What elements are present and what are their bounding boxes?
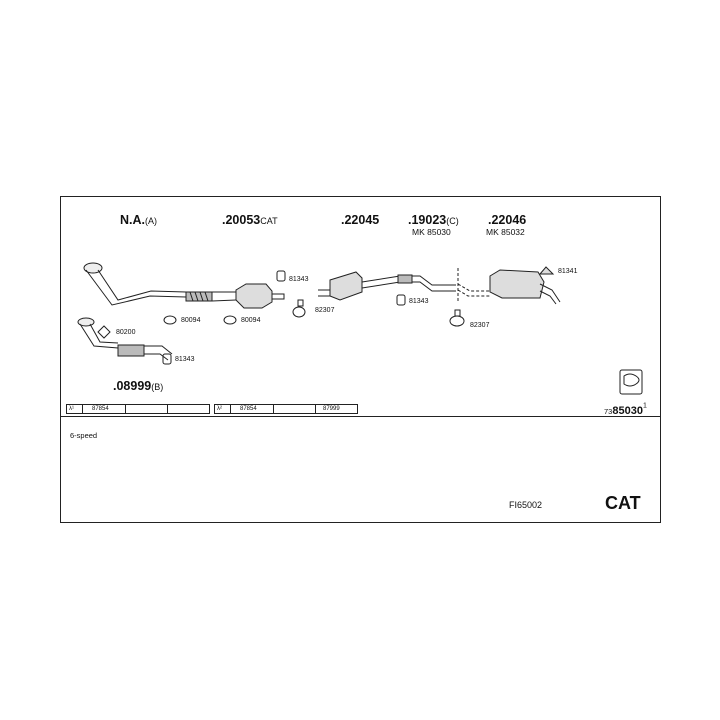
front-pipe-drawing: [83, 262, 237, 306]
footer-cat-label: CAT: [605, 493, 641, 513]
diagram-frame: [60, 196, 661, 523]
part-22046-label: .22046: [488, 213, 527, 227]
ref-82307-a: 82307: [315, 307, 335, 314]
part-22046-mk: MK 85032: [486, 227, 525, 237]
catalytic-converter-drawing: [235, 283, 285, 309]
ref-82307-b: 82307: [470, 322, 490, 329]
lambda-2-label: λ²: [217, 406, 222, 412]
part-20053-label: .20053CAT: [222, 213, 278, 227]
lambda-2-value1: 87854: [240, 406, 257, 412]
speed-note: 6-speed: [70, 431, 98, 440]
lambda-strip-right: λ² 87854 87999: [214, 404, 358, 414]
hardware-icons: [97, 266, 555, 365]
part-19023-mk: MK 85030: [412, 227, 451, 237]
catalog-icon-drawing: [619, 369, 643, 395]
part-na-label: N.A.(A): [120, 213, 157, 227]
lambda-strip-left: λ¹ 87854: [66, 404, 210, 414]
part-22045-label: .22045: [341, 213, 380, 227]
ref-80200: 80200: [116, 329, 136, 336]
part-08999-label: .08999(B): [113, 379, 164, 393]
lambda-2-value2: 87999: [323, 406, 340, 412]
center-silencer-drawing: [318, 271, 456, 301]
catalog-reference: 73850301: [604, 402, 647, 417]
ref-80094-a: 80094: [181, 317, 201, 324]
lambda-1-value: 87854: [92, 406, 109, 412]
section-divider: [60, 416, 661, 417]
ref-81343-c: 81343: [175, 356, 195, 363]
lower-pipe-drawing: [77, 317, 173, 361]
footer-code: FI65002: [509, 500, 543, 510]
ref-81343-a: 81343: [289, 276, 309, 283]
part-19023-label: .19023(C): [408, 213, 459, 227]
lambda-1-label: λ¹: [69, 406, 74, 412]
ref-81341: 81341: [558, 268, 578, 275]
ref-81343-b: 81343: [409, 298, 429, 305]
rear-silencer-drawing: [457, 268, 561, 305]
ref-80094-b: 80094: [241, 317, 261, 324]
